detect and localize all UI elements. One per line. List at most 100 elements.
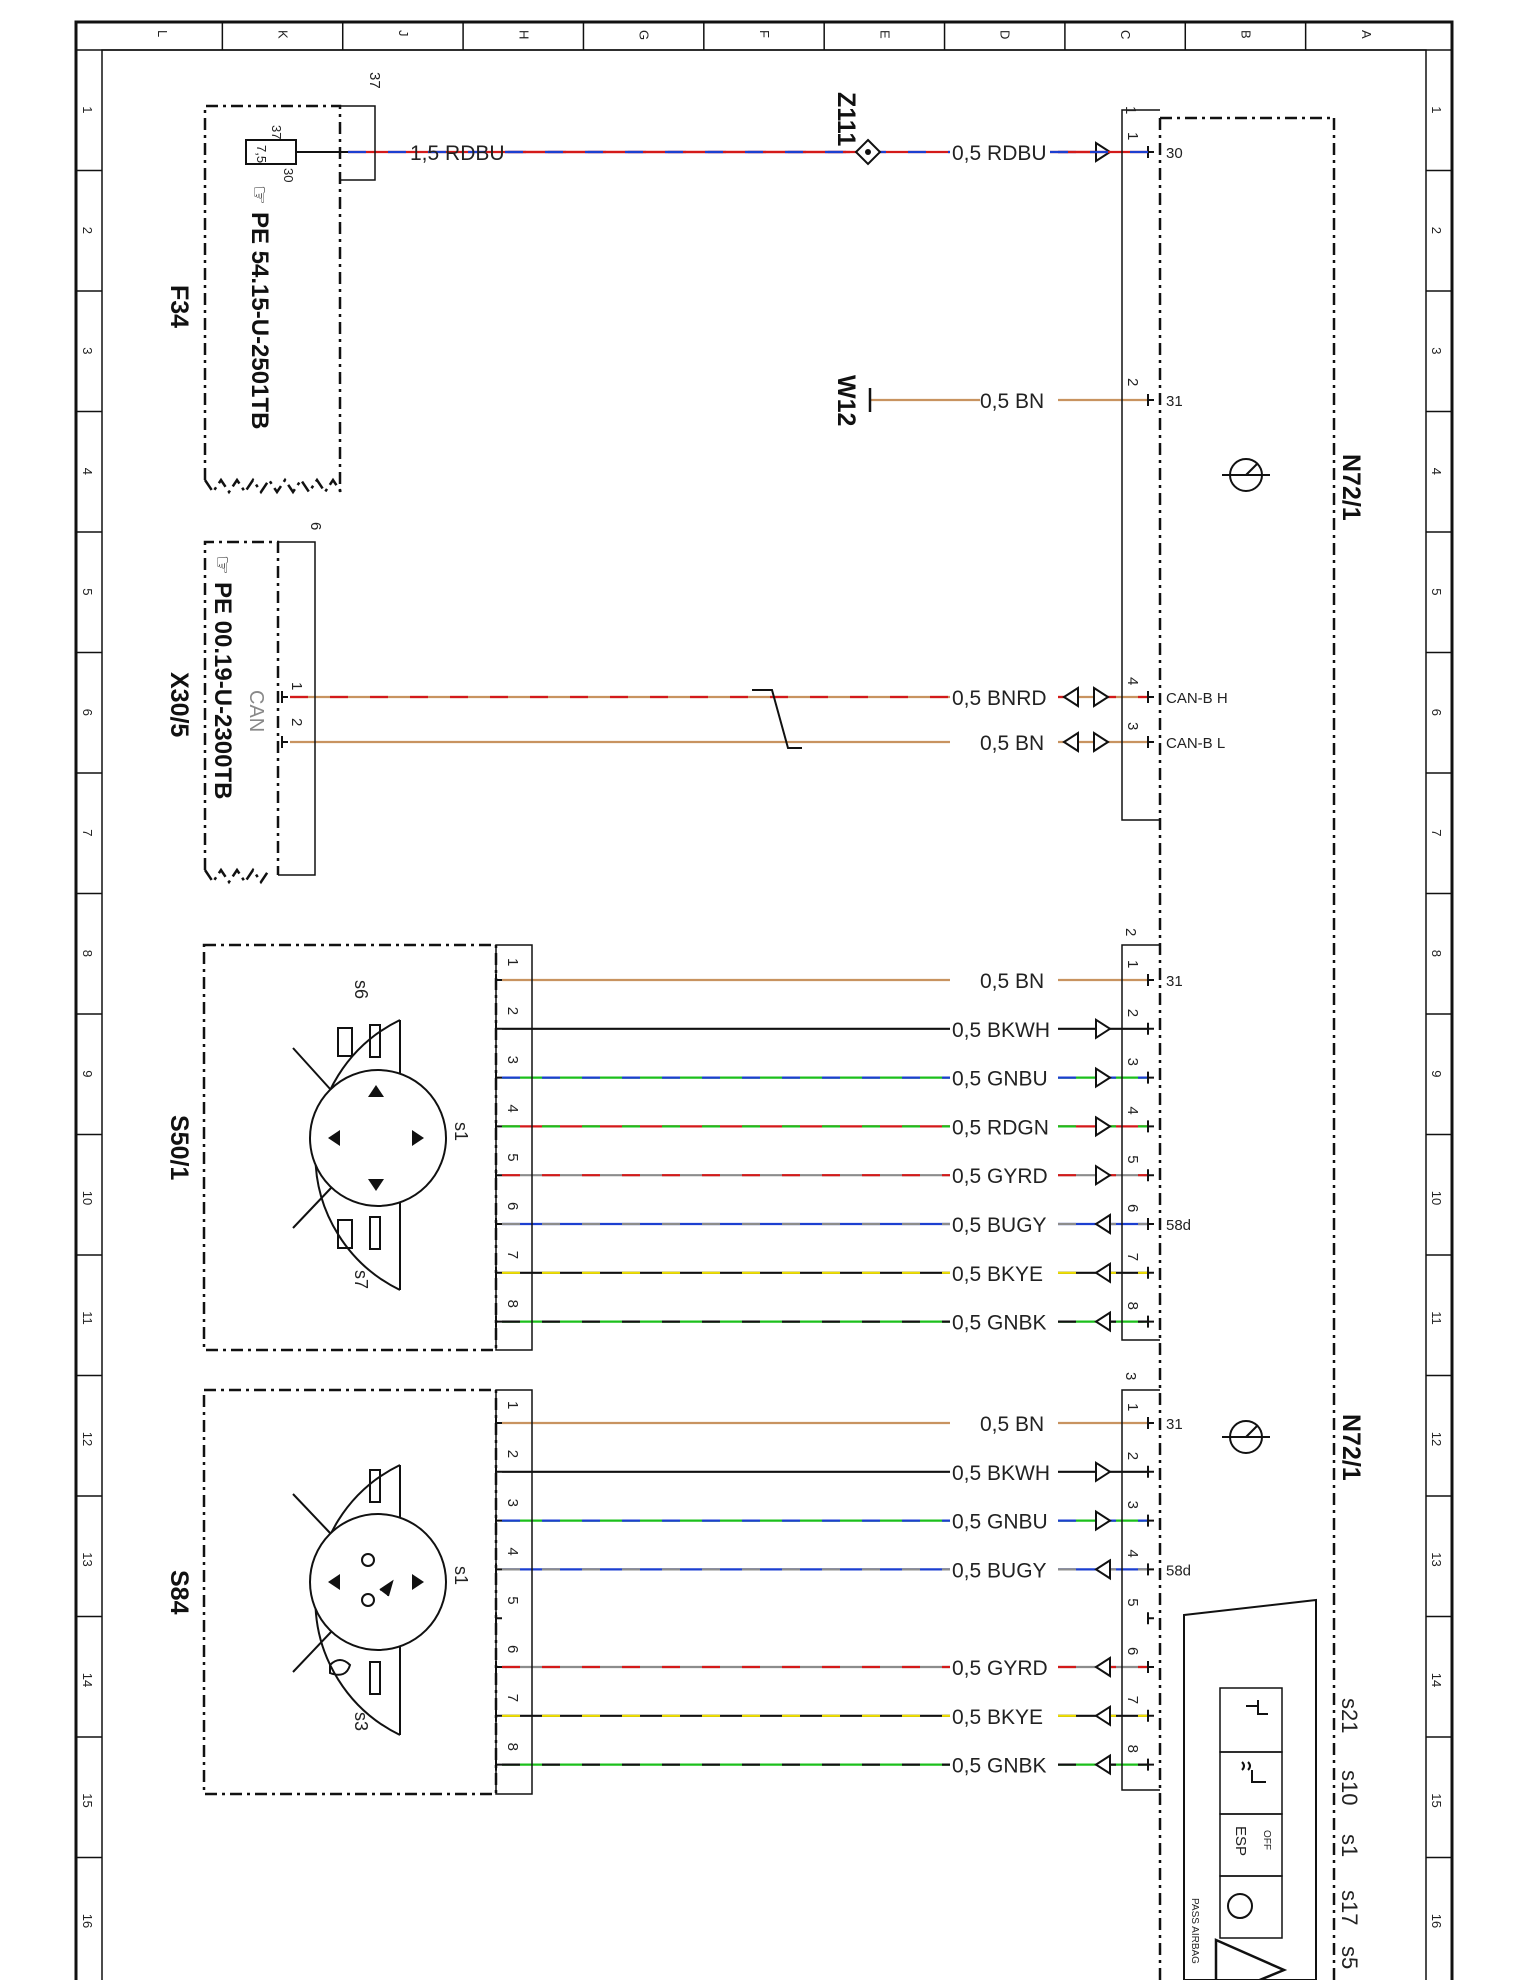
- wire-direction-arrow: [1094, 1213, 1111, 1235]
- row-index-label: 2: [80, 227, 95, 234]
- s84-pin: 6: [504, 1645, 521, 1653]
- seat-icon: [1246, 1700, 1268, 1715]
- can-connector-x30-5: 6 CAN 1 2 X30/5 ☞ PE 00.19-U-2300TB: [165, 522, 802, 885]
- esp-label: ESP: [1232, 1826, 1249, 1856]
- fuse-box-reference: PE 54.15-U-2501TB: [246, 212, 273, 429]
- s50-wire-label: 0,5 GNBK: [952, 1312, 1047, 1335]
- wire-direction-arrow: [1062, 686, 1079, 708]
- s84-wire-label: 0,5 GNBU: [952, 1511, 1048, 1534]
- pointer-hand-icon: ☞: [247, 185, 272, 205]
- lock-icon-button: [1219, 1875, 1283, 1939]
- wire-direction-arrow: [1094, 1261, 1111, 1284]
- row-index-label: 8: [80, 950, 95, 957]
- module-pin: 3: [1124, 1501, 1141, 1509]
- wire-direction-arrow: [1095, 1115, 1112, 1138]
- pin-terminal: [1147, 1465, 1154, 1478]
- pin-terminal: [1147, 1169, 1154, 1182]
- wire-direction-arrow: [1094, 1753, 1111, 1776]
- module-pin: 7: [1124, 1696, 1141, 1704]
- switch-label-s1: s1: [451, 1122, 471, 1141]
- switch-label-s3: s3: [351, 1712, 371, 1731]
- wire-direction-arrow: [1095, 1509, 1112, 1532]
- module-id-lower: N72/1: [1337, 1414, 1365, 1481]
- pin-terminal: [1147, 146, 1154, 158]
- row-index-label: 14: [80, 1673, 95, 1687]
- wire-direction-arrow: [1094, 1704, 1111, 1727]
- s84-pin: 8: [504, 1743, 521, 1751]
- module-pin: 6: [1124, 1204, 1141, 1212]
- row-index-label: 11: [80, 1311, 95, 1325]
- pin-terminal: [1147, 1758, 1154, 1771]
- wire-direction-arrow: [1094, 1656, 1111, 1678]
- pin-terminal: [1147, 1417, 1154, 1429]
- module-pin: 3: [1124, 722, 1141, 730]
- row-index-label: 15: [80, 1793, 95, 1807]
- module-signal: 31: [1166, 393, 1183, 410]
- s50-wire-label: 0,5 GNBU: [952, 1068, 1048, 1091]
- wire-label: 0,5 RDBU: [952, 142, 1047, 165]
- ground-w12: W12: [832, 375, 872, 426]
- can-connector-reference: PE 00.19-U-2300TB: [209, 582, 236, 799]
- hazard-warning-icon: [1214, 1938, 1288, 1985]
- s84-wire-label: 0,5 BKWH: [952, 1462, 1050, 1485]
- panel-switch-s5: s5: [1337, 1946, 1362, 1969]
- s50-wire-label: 0,5 BUGY: [952, 1214, 1047, 1237]
- s50-pin: 6: [504, 1202, 521, 1210]
- splice-z111: Z111: [832, 92, 882, 166]
- pin-terminal: [1147, 1563, 1154, 1576]
- pin-terminal: [1147, 1022, 1154, 1035]
- switch-s50-1: s6 s1 s7 S50/1: [165, 943, 533, 1352]
- row-index-label: 6: [1429, 709, 1444, 716]
- pin-terminal: [1147, 736, 1154, 748]
- pin-terminal: [1147, 1071, 1154, 1084]
- twisted-pair-mark: [752, 689, 802, 749]
- module-pin: 3: [1124, 1058, 1141, 1066]
- wire-direction-arrow: [1093, 731, 1110, 753]
- switch-label-s1: s1: [451, 1566, 471, 1585]
- fuse-terminal-out: 30: [281, 168, 296, 182]
- switch-s50-id: S50/1: [165, 1115, 193, 1180]
- fuse-terminal-in: 37: [269, 125, 284, 139]
- s50-wire-label: 0,5 GYRD: [952, 1165, 1048, 1188]
- module-connector-1-frame: [1121, 109, 1160, 821]
- s50-wire-label: 0,5 BKWH: [952, 1019, 1050, 1042]
- module-signal: 58d: [1166, 1217, 1191, 1234]
- column-index-label: A: [1359, 30, 1374, 39]
- wire-direction-arrow: [1093, 686, 1110, 708]
- child-seat-icon: [361, 1553, 375, 1567]
- switch-label-s6: s6: [351, 980, 371, 999]
- row-index-label: 12: [80, 1432, 95, 1446]
- pin-terminal: [1147, 1218, 1154, 1230]
- module-pin: 4: [1124, 1106, 1141, 1114]
- switch-label-s7: s7: [351, 1270, 371, 1289]
- pin-terminal: [495, 1758, 502, 1771]
- passenger-airbag-label: PASS AIRBAG: [1189, 1898, 1200, 1964]
- row-index-label: 16: [1429, 1914, 1444, 1928]
- wire-direction-arrow: [1094, 1310, 1111, 1333]
- row-index-label: 7: [80, 829, 95, 836]
- wire-label: 0,5 BN: [980, 732, 1044, 755]
- module-pin: 2: [1124, 1452, 1141, 1460]
- row-index-label: 11: [1429, 1311, 1444, 1325]
- row-index-label: 1: [80, 106, 95, 113]
- seat-back-icon: [337, 1027, 353, 1057]
- row-index-label: 1: [1429, 106, 1444, 113]
- fuse-value: 7,5: [254, 145, 269, 163]
- s84-pin: 3: [504, 1499, 521, 1507]
- wire-direction-arrow: [1062, 731, 1079, 753]
- lock-icon: [1227, 1893, 1253, 1919]
- can-connector-id: X30/5: [165, 672, 193, 737]
- module-signal: 30: [1166, 145, 1183, 162]
- s50-wire-label: 0,5 RDGN: [952, 1116, 1049, 1139]
- s84-wire-label: 0,5 BUGY: [952, 1559, 1047, 1582]
- pin-terminal: [281, 691, 288, 703]
- esp-off-label: OFF: [1261, 1830, 1272, 1850]
- module-pin: 7: [1124, 1253, 1141, 1261]
- pin-terminal: [1147, 1315, 1154, 1328]
- module-pin: 4: [1124, 1549, 1141, 1557]
- seat-heat-icon: [1241, 1761, 1266, 1783]
- column-index-label: K: [276, 30, 291, 39]
- column-index-label: H: [516, 30, 531, 39]
- switch-s84-id: S84: [165, 1570, 193, 1615]
